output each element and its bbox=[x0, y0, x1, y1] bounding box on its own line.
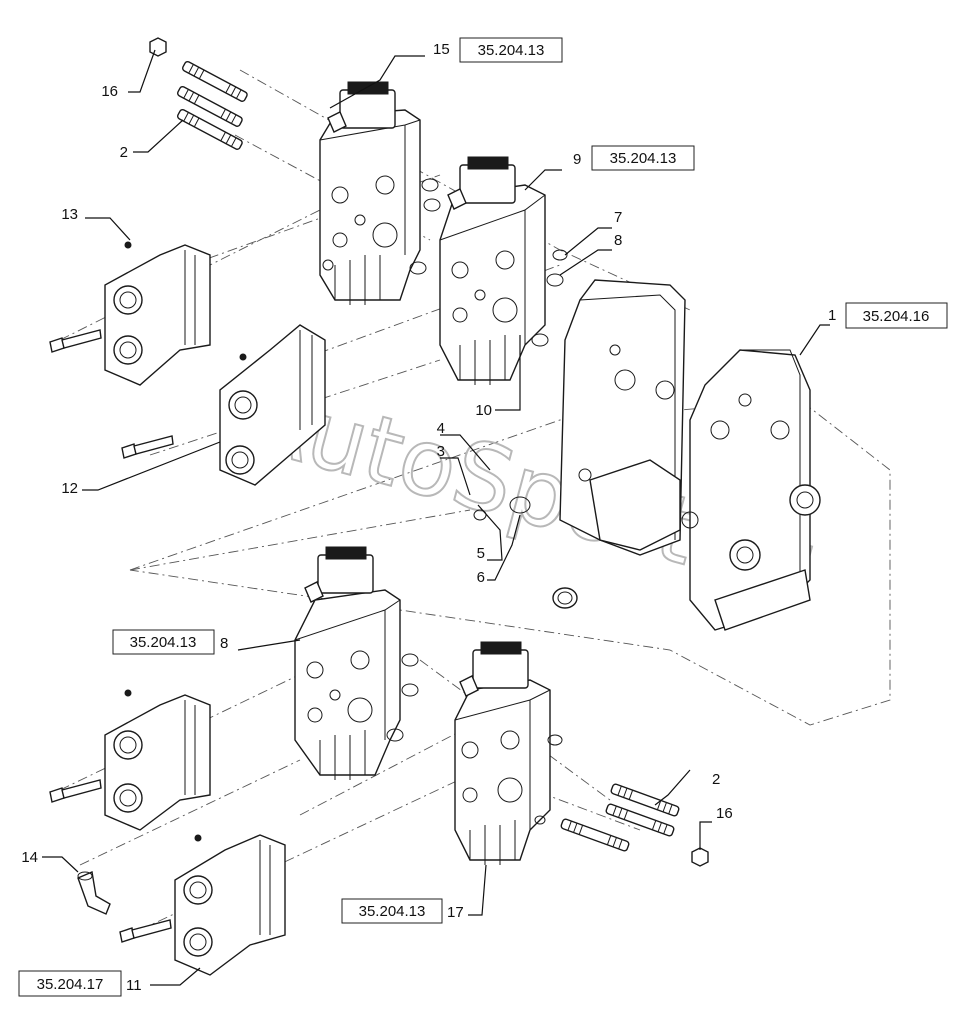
callout-9-ref: 35.204.13 bbox=[610, 150, 677, 167]
callout-17-ref: 35.204.13 bbox=[359, 903, 426, 920]
bolt-left-12 bbox=[121, 435, 174, 459]
label-13: 13 bbox=[61, 206, 78, 223]
label-2-bottom: 2 bbox=[712, 771, 720, 788]
valve-section-15 bbox=[319, 81, 441, 305]
callout-15-box bbox=[459, 37, 563, 63]
callout-11-number: 11 bbox=[126, 977, 142, 994]
label-7: 7 bbox=[614, 209, 622, 226]
callout-15-number: 15 bbox=[433, 41, 450, 58]
valve-section-8 bbox=[294, 546, 419, 780]
label-12: 12 bbox=[61, 480, 78, 497]
callout-17: 35.204.13 17 bbox=[341, 898, 464, 924]
callout-8-lower: 35.204.13 8 bbox=[112, 629, 228, 655]
label-6: 6 bbox=[477, 569, 485, 586]
callout-1-number: 1 bbox=[828, 307, 836, 324]
part-labels: 16 2 13 12 7 8 10 4 3 5 6 2 16 14 bbox=[21, 83, 732, 866]
callout-9-number: 9 bbox=[573, 151, 581, 168]
label-8-top: 8 bbox=[614, 232, 622, 249]
leader-lines bbox=[42, 49, 830, 986]
end-cover-lower bbox=[104, 689, 211, 831]
end-cover-12 bbox=[219, 324, 326, 486]
callout-11-box bbox=[18, 970, 122, 997]
callout-8-box bbox=[112, 629, 215, 655]
label-3: 3 bbox=[437, 443, 445, 460]
main-valve-body-1 bbox=[681, 349, 821, 631]
bolt-left-11 bbox=[119, 919, 172, 943]
label-4: 4 bbox=[437, 420, 445, 437]
callout-8-ref: 35.204.13 bbox=[130, 634, 197, 651]
label-2-top: 2 bbox=[120, 144, 128, 161]
plug bbox=[552, 587, 578, 609]
valve-section-9 bbox=[439, 156, 568, 385]
callout-11: 35.204.17 11 bbox=[18, 970, 142, 997]
callout-1: 1 35.204.16 bbox=[828, 302, 948, 329]
end-cover-13 bbox=[104, 241, 211, 386]
callout-1-ref: 35.204.16 bbox=[863, 308, 930, 325]
label-16-bottom: 16 bbox=[716, 805, 733, 822]
stud-bolts-bottom bbox=[560, 783, 680, 852]
nut-top bbox=[149, 37, 167, 57]
callout-9: 9 35.204.13 bbox=[573, 145, 695, 171]
elbow-fitting-14 bbox=[77, 871, 111, 915]
bolt-left-top bbox=[49, 329, 102, 353]
bolt-left-lower bbox=[49, 779, 102, 803]
stud-bolts-top bbox=[176, 60, 248, 150]
end-cover-11 bbox=[174, 834, 286, 976]
callout-15-ref: 35.204.13 bbox=[478, 42, 545, 59]
label-5: 5 bbox=[477, 545, 485, 562]
callout-15: 15 35.204.13 bbox=[433, 37, 563, 63]
label-10: 10 bbox=[475, 402, 492, 419]
callout-8-number: 8 bbox=[220, 635, 228, 652]
callout-11-ref: 35.204.17 bbox=[37, 976, 104, 993]
callout-17-number: 17 bbox=[447, 904, 464, 921]
callout-17-box bbox=[341, 898, 443, 924]
label-14: 14 bbox=[21, 849, 38, 866]
nut-bottom bbox=[691, 847, 709, 867]
callout-9-box bbox=[591, 145, 695, 171]
callout-1-box bbox=[845, 302, 948, 329]
valve-section-17 bbox=[454, 641, 563, 865]
inlet-section bbox=[473, 279, 686, 556]
label-16-top: 16 bbox=[101, 83, 118, 100]
